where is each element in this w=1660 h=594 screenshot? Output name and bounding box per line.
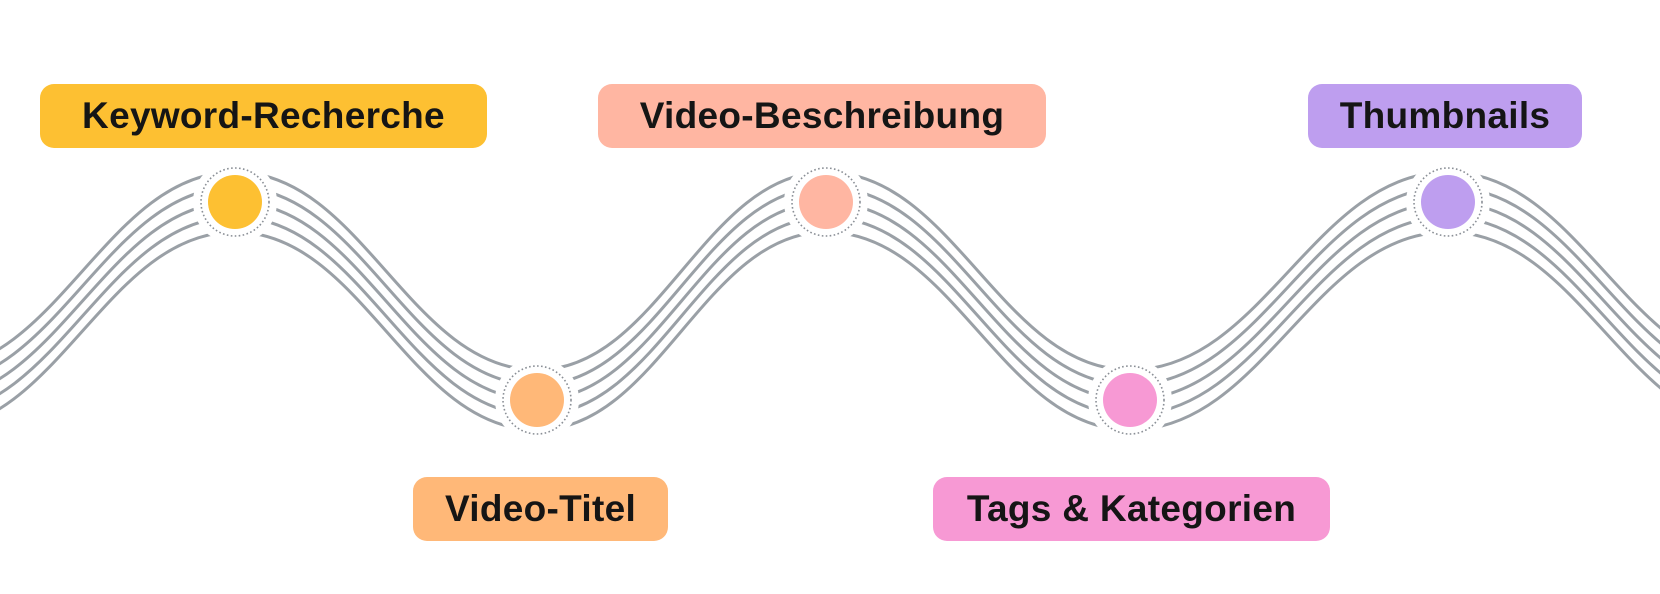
step-dot [208, 175, 262, 229]
step-dot [1421, 175, 1475, 229]
step-dot [799, 175, 853, 229]
step-node-1 [193, 160, 277, 244]
step-dot [510, 373, 564, 427]
step-node-2 [495, 358, 579, 442]
step-label-keyword-recherche: Keyword-Recherche [40, 84, 487, 148]
step-label-tags-kategorien: Tags & Kategorien [933, 477, 1330, 541]
step-node-3 [784, 160, 868, 244]
step-node-4 [1088, 358, 1172, 442]
wave-strand-5 [0, 230, 1660, 432]
wave-strand-4 [0, 215, 1660, 417]
step-label-video-titel: Video-Titel [413, 477, 668, 541]
step-label-thumbnails: Thumbnails [1308, 84, 1582, 148]
step-dot [1103, 373, 1157, 427]
step-node-5 [1406, 160, 1490, 244]
step-label-video-beschreibung: Video-Beschreibung [598, 84, 1046, 148]
